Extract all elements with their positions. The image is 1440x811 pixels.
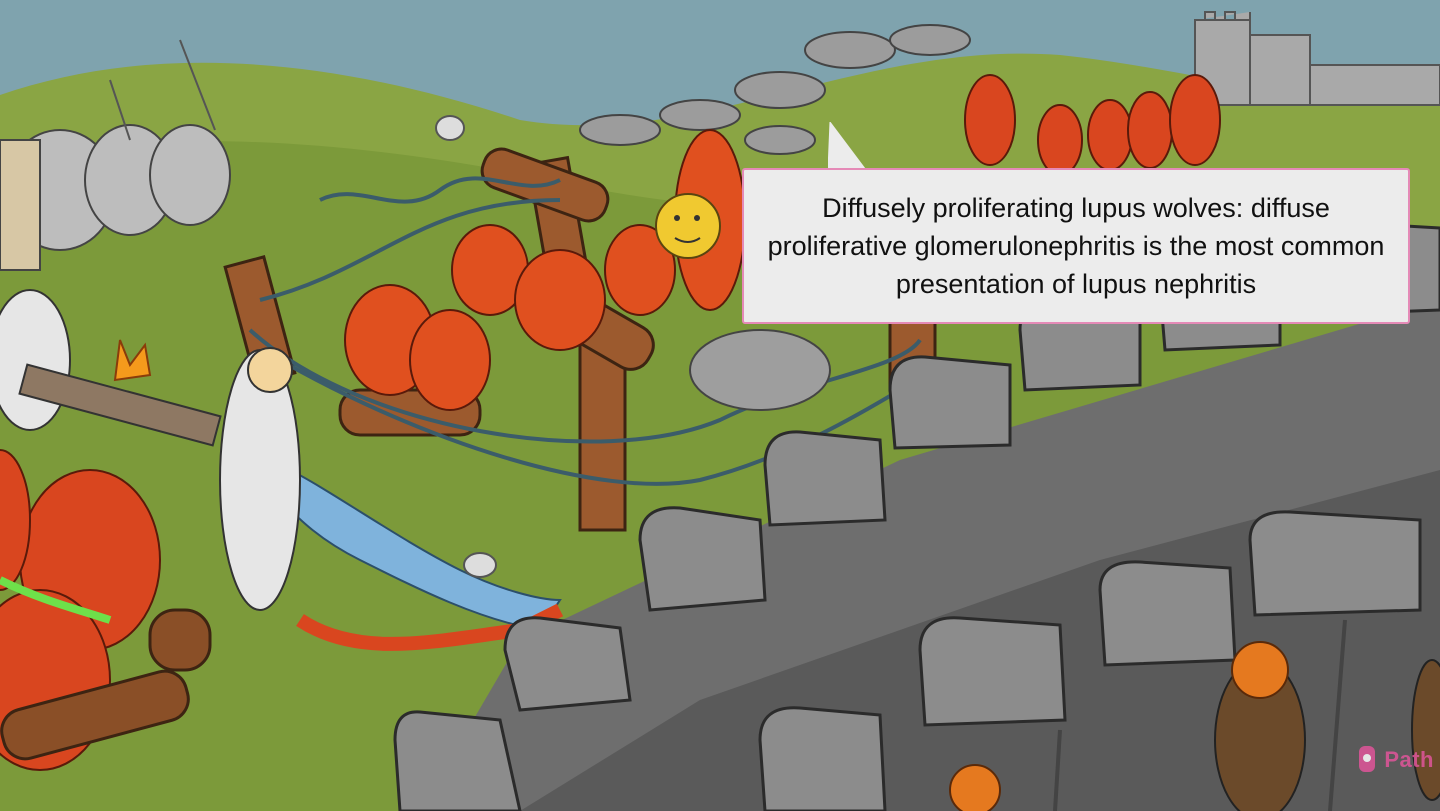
moon-face (655, 193, 721, 259)
logo-text: Path (1384, 747, 1434, 772)
callout-tail (828, 122, 867, 171)
wall-guards (949, 619, 1440, 811)
caption-text: Diffusely proliferating lupus wolves: di… (767, 193, 1385, 299)
sketchy-logo-icon (1359, 746, 1376, 772)
red-soldiers-center (344, 129, 746, 411)
white-figures (0, 289, 301, 611)
castle (1194, 11, 1440, 106)
watermark-logo: Path (1356, 743, 1434, 777)
caption-callout: Diffusely proliferating lupus wolves: di… (742, 168, 1410, 324)
wolf-pack (579, 24, 971, 155)
ropes (248, 176, 922, 486)
red-army-top (964, 74, 1221, 176)
